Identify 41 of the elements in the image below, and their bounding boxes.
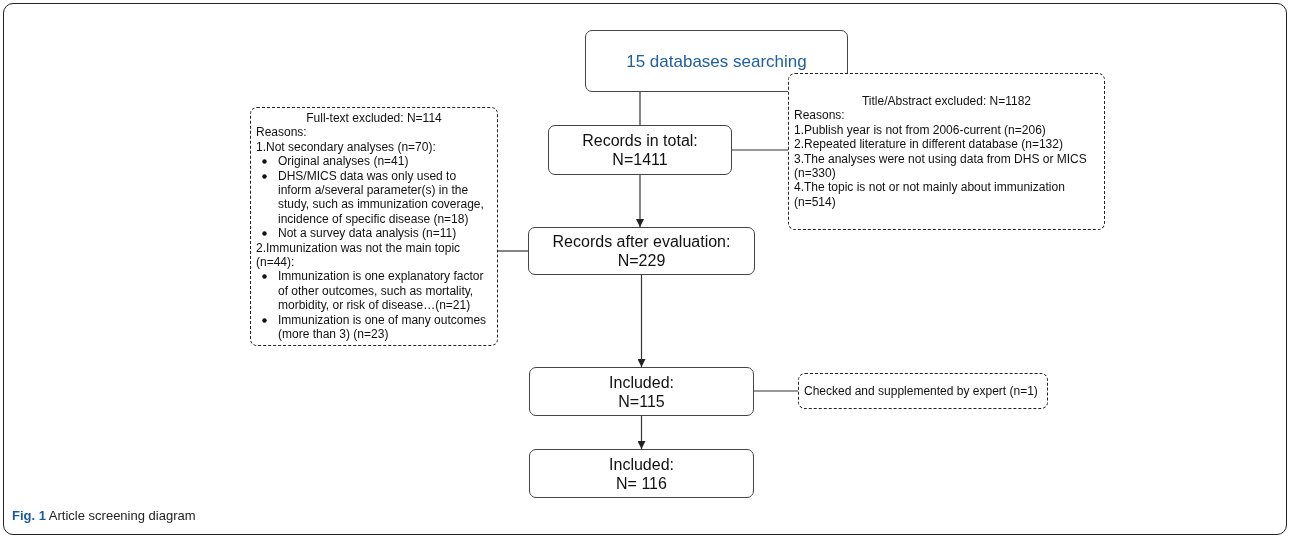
box-text: Records in total: (581, 131, 699, 150)
connector-line (639, 91, 641, 126)
process-box (548, 125, 732, 175)
exclusion-note-box (788, 73, 1105, 230)
box-text: 1.Not secondary analyses (n=70): (256, 139, 437, 155)
box-text: N=115 (617, 391, 666, 411)
bullet-item: Immunization is one of many outcomes (more than 3) (n=23) (256, 312, 492, 342)
connector-line (731, 149, 789, 151)
box-text: Included: (608, 372, 675, 392)
connector-line (497, 250, 529, 252)
arrow (637, 415, 646, 450)
box-heading: Title/Abstract excluded: N=1182 (860, 93, 1033, 109)
process-box (585, 30, 848, 92)
exclusion-note-box (798, 373, 1048, 409)
box-text: Included: (608, 454, 675, 474)
bullet-item: Immunization is one explanatory factor of other outcomes, such as mortality, morbidity, or risk of disease…(n=21) (256, 269, 492, 313)
bullet-item: DHS/MICS data was only used to inform a/several parameter(s) in the study, such as immunization coverage, incidence of specific disease (n=18) (256, 168, 492, 227)
bullet-item: Original analyses (n=41) (256, 154, 492, 169)
box-text: 2.Immunization was not the main topic (n=44): (256, 240, 462, 270)
box-text: N= 116 (615, 473, 668, 493)
exclusion-note-box (250, 107, 498, 346)
process-box (528, 227, 755, 275)
box-text: 2.Repeated literature in different database (n=132) (794, 137, 1064, 152)
box-heading: Full-text excluded: N=114 (305, 111, 443, 126)
box-text: 3.The analyses were not using data from DHS or MICS (n=330) (794, 151, 1088, 181)
figure-caption: Fig. 1 Article screening diagram (12, 508, 196, 523)
box-text: 4.The topic is not or not mainly about immunization (n=514) (794, 180, 1066, 210)
box-text: Reasons: (256, 125, 308, 140)
box-text: Checked and supplemented by expert (n=1) (804, 383, 1039, 399)
box-text: N=1411 (611, 150, 669, 169)
box-text: 1.Publish year is not from 2006-current (n=206) (794, 122, 1047, 138)
box-text: Records after evaluation: (551, 232, 732, 251)
arrow (637, 274, 646, 368)
arrow (636, 174, 644, 228)
process-box (529, 449, 754, 498)
connector-line (753, 390, 799, 392)
box-text: N=229 (616, 251, 667, 270)
bullet-item: Not a survey data analysis (n=11) (256, 226, 492, 241)
box-text: 15 databases searching (625, 51, 808, 71)
box-text: Reasons: (794, 108, 846, 123)
process-box (529, 367, 754, 416)
